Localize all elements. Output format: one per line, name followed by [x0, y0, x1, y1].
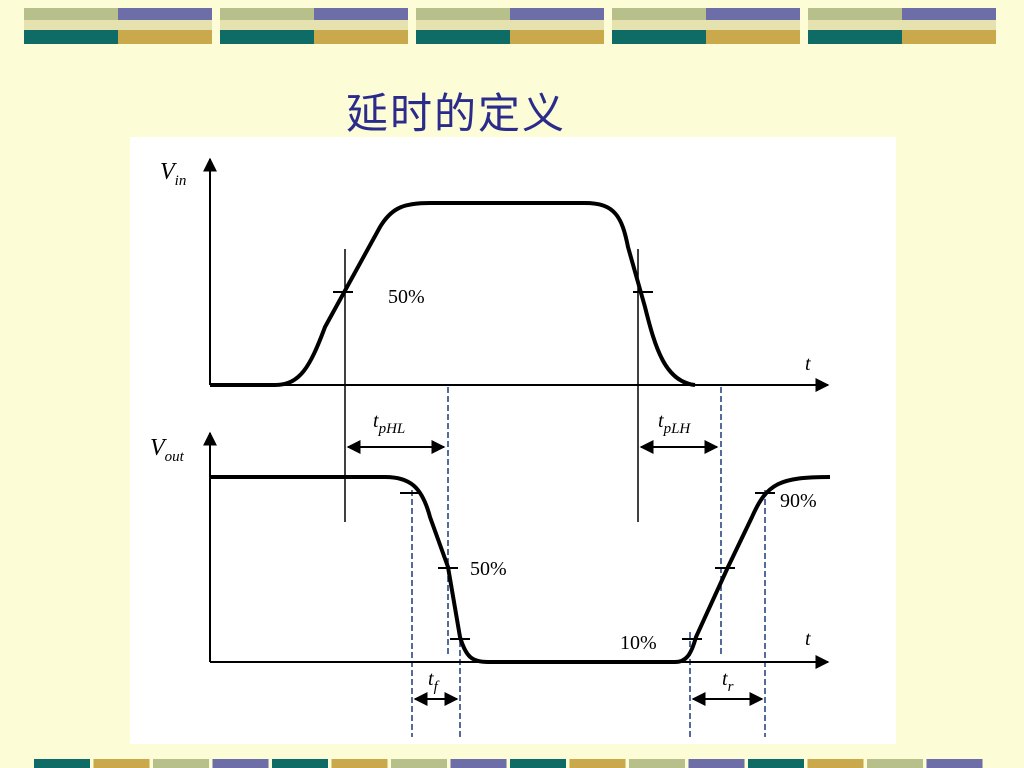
top-band-block: [612, 8, 706, 20]
bottom-band-block: [867, 759, 923, 768]
tr-label: tr: [722, 668, 734, 695]
bottom-band-block: [331, 759, 388, 768]
bottom-band-block: [272, 759, 328, 768]
slide-title: 延时的定义: [345, 89, 566, 138]
top-band-block: [612, 20, 706, 30]
vout-50-label: 50%: [470, 558, 507, 580]
vin-50-label: 50%: [388, 286, 425, 308]
top-band-block: [902, 30, 996, 44]
tphl-label: tpHL: [373, 410, 405, 437]
top-band-block: [118, 20, 212, 30]
vin-time-label: t: [805, 353, 811, 375]
vout-waveform: [210, 475, 831, 664]
top-band-block: [612, 30, 706, 44]
top-band-block: [314, 30, 408, 44]
delay-timing-diagram: Vin t 50% tpHL tpLH Vout t 50% 90% 10% t…: [130, 137, 896, 744]
vin-axis-label: Vin: [160, 159, 186, 189]
top-band-block: [314, 20, 408, 30]
bottom-band-block: [153, 759, 209, 768]
vout-time-label: t: [805, 628, 811, 650]
top-band-block: [706, 8, 800, 20]
bottom-band-block: [569, 759, 626, 768]
top-band-block: [902, 20, 996, 30]
tf-label: tf: [428, 668, 440, 695]
vout-10-label: 10%: [620, 632, 657, 654]
top-band-block: [24, 30, 118, 44]
top-band-block: [510, 8, 604, 20]
top-band-block: [314, 8, 408, 20]
bottom-band-block: [212, 759, 269, 768]
top-band-block: [510, 30, 604, 44]
top-band-block: [416, 20, 510, 30]
vout-axis-label: Vout: [150, 435, 185, 465]
bottom-band-block: [748, 759, 804, 768]
top-band-block: [706, 20, 800, 30]
top-band-block: [220, 30, 314, 44]
top-band-block: [220, 8, 314, 20]
bottom-band-block: [629, 759, 685, 768]
bottom-band-block: [93, 759, 150, 768]
bottom-band-block: [510, 759, 566, 768]
top-band-block: [416, 30, 510, 44]
top-band-block: [808, 30, 902, 44]
top-band-block: [510, 20, 604, 30]
top-band-block: [24, 20, 118, 30]
bottom-band-block: [391, 759, 447, 768]
top-band-block: [902, 8, 996, 20]
vin-waveform: [210, 201, 696, 387]
bottom-band-block: [926, 759, 983, 768]
tplh-label: tpLH: [658, 410, 691, 437]
vout-90-label: 90%: [780, 490, 817, 512]
bottom-decorative-band: [34, 759, 983, 768]
top-band-block: [220, 20, 314, 30]
top-band-block: [706, 30, 800, 44]
top-band-block: [416, 8, 510, 20]
top-band-block: [808, 8, 902, 20]
bottom-band-block: [807, 759, 864, 768]
bottom-band-block: [450, 759, 507, 768]
top-band-block: [118, 8, 212, 20]
bottom-band-block: [34, 759, 90, 768]
bottom-band-block: [688, 759, 745, 768]
top-band-block: [808, 20, 902, 30]
top-band-block: [118, 30, 212, 44]
top-band-block: [24, 8, 118, 20]
top-decorative-band: [24, 8, 996, 44]
